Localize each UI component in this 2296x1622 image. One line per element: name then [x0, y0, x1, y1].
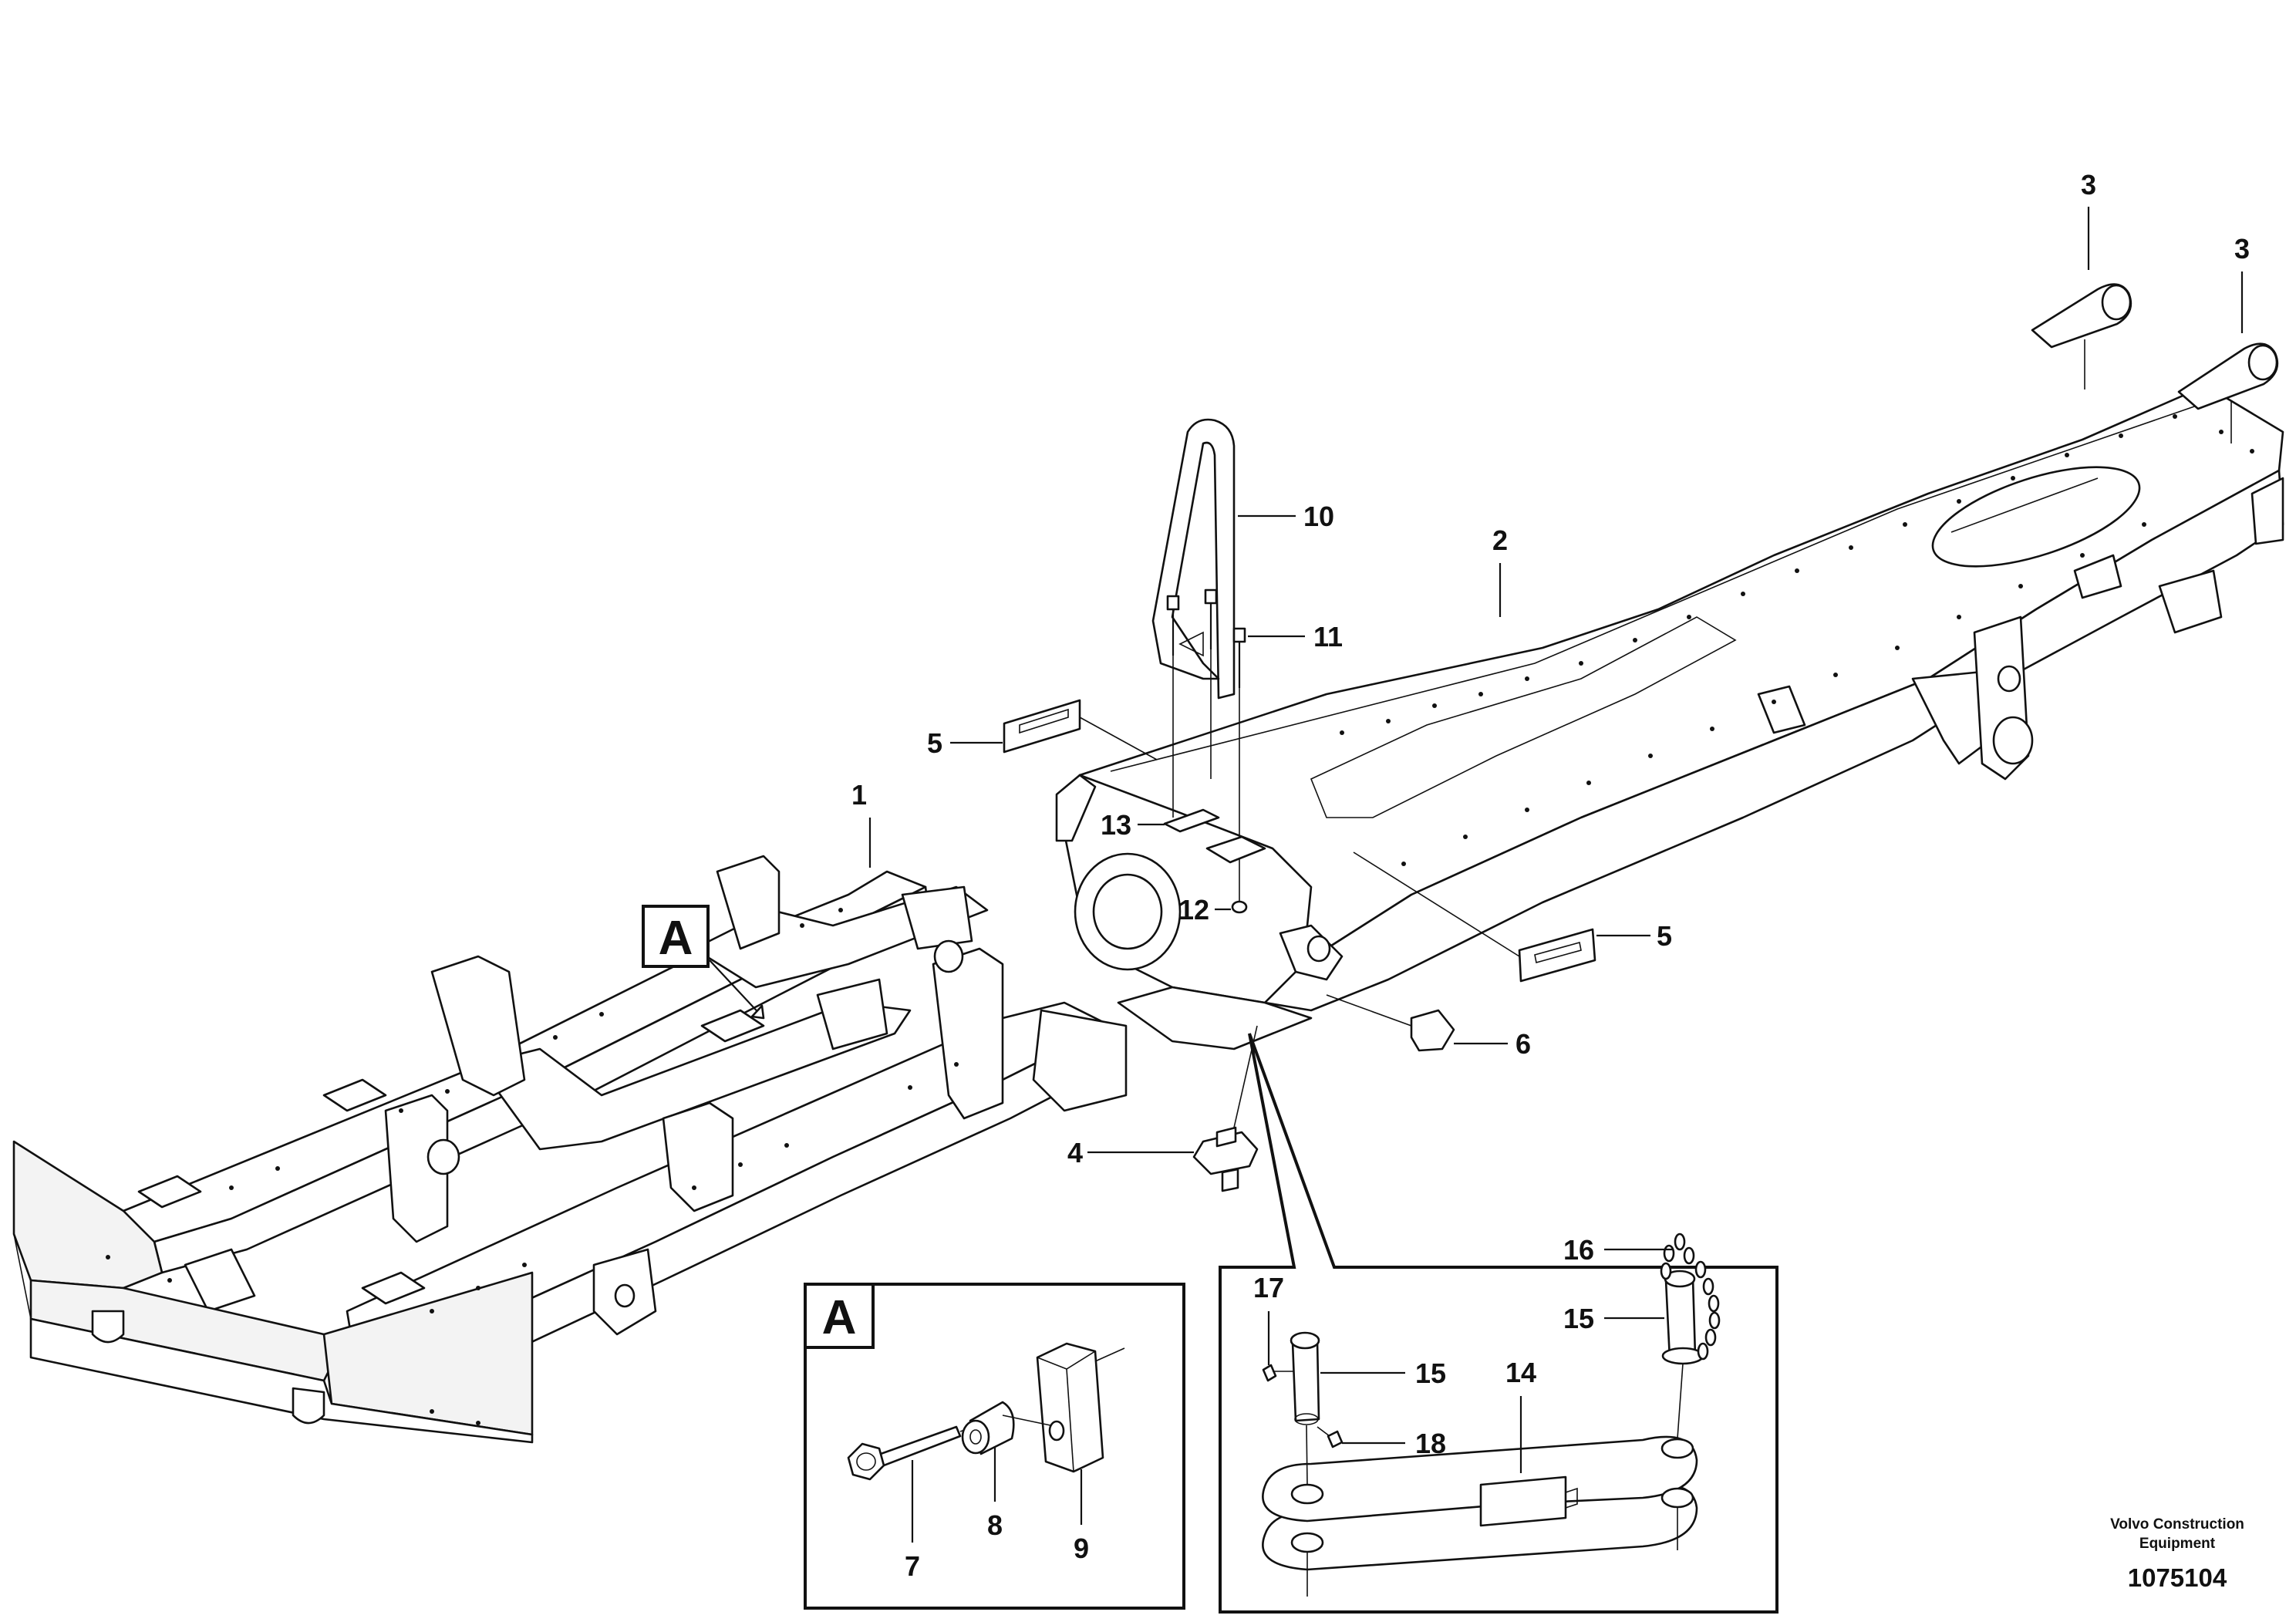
view-a-marker: A — [642, 905, 710, 968]
clamp-6 — [1326, 994, 1455, 1052]
detail-a-label: A — [822, 1291, 857, 1344]
brand-line-1: Volvo Construction — [2110, 1516, 2244, 1533]
callout-7: 7 — [905, 1550, 920, 1582]
callouts: 1 2 3 3 4 5 5 6 10 11 12 13 — [851, 169, 2250, 1168]
callout-4: 4 — [1067, 1137, 1083, 1168]
brand-line-2: Equipment — [2139, 1536, 2216, 1552]
callout-12: 12 — [1178, 894, 1209, 926]
nut-12 — [1231, 900, 1248, 914]
detail-a-panel: A 7 8 9 — [804, 1283, 1185, 1610]
rear-frame-holes — [1340, 414, 2254, 866]
callout-3-right: 3 — [2234, 233, 2250, 265]
pad-5-right — [1353, 851, 1596, 983]
front-frame-holes — [106, 908, 959, 1425]
callout-5-right: 5 — [1657, 920, 1672, 952]
pad-on-frame — [1205, 835, 1266, 864]
callout-1: 1 — [851, 779, 867, 811]
callout-15-left: 15 — [1415, 1357, 1446, 1389]
plate-13 — [1163, 808, 1220, 833]
mount-3-right — [2177, 342, 2279, 443]
pad-5-upper — [1003, 699, 1158, 760]
pin-15-right — [1664, 1277, 1697, 1361]
callout-9: 9 — [1074, 1533, 1089, 1564]
mount-3-left — [2031, 283, 2132, 389]
callout-2: 2 — [1492, 524, 1508, 556]
pin-17 — [1262, 1364, 1277, 1382]
callout-17: 17 — [1253, 1272, 1284, 1303]
figure-number: 1075104 — [2128, 1563, 2227, 1592]
brand-block: Volvo Construction Equipment 1075104 — [2110, 1516, 2244, 1592]
callout-5-upper: 5 — [927, 727, 942, 759]
callout-8: 8 — [987, 1509, 1003, 1541]
front-frame — [12, 855, 1128, 1444]
grab-handle — [1151, 418, 1236, 700]
callout-14: 14 — [1505, 1357, 1536, 1388]
callout-10: 10 — [1303, 501, 1334, 532]
chain-16 — [1660, 1233, 1721, 1361]
callout-3-left: 3 — [2081, 169, 2096, 201]
callout-6: 6 — [1515, 1028, 1531, 1060]
view-a-pointer — [709, 959, 764, 1019]
link-plate-upper — [1262, 1435, 1698, 1523]
pin-15-left — [1291, 1339, 1320, 1422]
callout-11: 11 — [1313, 621, 1343, 653]
callout-18: 18 — [1415, 1428, 1446, 1459]
tow-link-detail-panel: 14 15 15 16 17 18 — [1219, 1033, 1778, 1614]
view-a-marker-label: A — [659, 912, 693, 965]
callout-15-right: 15 — [1563, 1303, 1594, 1334]
rear-frame — [1055, 384, 2284, 1050]
callout-13: 13 — [1101, 809, 1131, 841]
callout-16: 16 — [1563, 1234, 1594, 1266]
block-9 — [1036, 1342, 1104, 1473]
bolt-group-11 — [1166, 588, 1246, 688]
cap-4 — [1192, 1025, 1259, 1192]
